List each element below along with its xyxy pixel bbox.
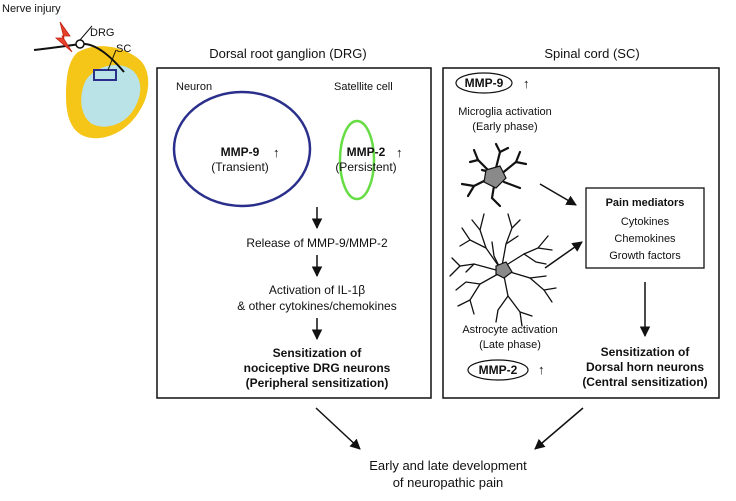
sc-mmp2-up-icon: ↑: [538, 362, 545, 377]
sc-mmp9-up-icon: ↑: [523, 76, 530, 91]
mediator-item: Chemokines: [614, 233, 676, 245]
drg-mmp9-note: (Transient): [211, 160, 269, 174]
sc-to-outcome-arrow: [534, 407, 584, 450]
satellite-cell: [338, 119, 376, 201]
drg-to-outcome-arrow: [315, 407, 361, 450]
mediator-item: Cytokines: [621, 216, 670, 228]
sc-outcome-line3: (Central sensitization): [582, 375, 707, 389]
drg-node: [75, 39, 85, 49]
microglia-line2: (Early phase): [472, 121, 537, 133]
activation-step-line2: & other cytokines/chemokines: [237, 299, 396, 313]
astrocyte-to-mediators-arrow: [544, 241, 583, 269]
final-outcome-line1: Early and late development: [369, 458, 527, 473]
microglia-to-mediators-arrow: [539, 183, 577, 206]
drg-panel: Dorsal root ganglion (DRG) Neuron Satell…: [156, 46, 432, 399]
sc-panel-title: Spinal cord (SC): [544, 46, 639, 61]
astrocyte-cell: [449, 213, 557, 327]
pain-mediators-title: Pain mediators: [606, 197, 685, 209]
sc-mmp9-label: MMP-9: [465, 76, 504, 90]
activation-step-line1: Activation of IL-1β: [269, 283, 365, 297]
sc-panel-frame: [442, 67, 720, 399]
drg-panel-title: Dorsal root ganglion (DRG): [209, 46, 367, 61]
lightning-icon: [54, 21, 73, 53]
drg-outcome-line1: Sensitization of: [273, 346, 363, 360]
neuron-label: Neuron: [176, 81, 212, 93]
sc-panel: Spinal cord (SC) MMP-9 ↑ Microglia activ…: [442, 46, 720, 399]
drg-pointer-line: [79, 25, 93, 41]
sc-outcome-line2: Dorsal horn neurons: [586, 360, 704, 374]
drg-outcome-line3: (Peripheral sensitization): [246, 376, 389, 390]
spinal-cord-inset: Nerve injury DRG SC: [2, 3, 149, 139]
drg-mmp2-label: MMP-2: [347, 145, 386, 159]
sc-outcome-line1: Sensitization of: [601, 345, 691, 359]
drg-label: DRG: [90, 27, 114, 39]
microglia-cell: [460, 142, 528, 208]
microglia-line1: Microglia activation: [458, 106, 552, 118]
final-outcome-line2: of neuropathic pain: [393, 475, 504, 490]
sc-label: SC: [116, 43, 131, 55]
drg-mmp2-up-icon: ↑: [396, 145, 403, 160]
neuron-cell: [172, 90, 312, 208]
pain-mediators-box: [585, 187, 705, 269]
sc-highlight-box: [93, 69, 117, 81]
drg-mmp9-up-icon: ↑: [273, 145, 280, 160]
sc-mmp2-badge: [467, 359, 529, 381]
release-step: Release of MMP-9/MMP-2: [246, 236, 388, 250]
drg-mmp9-label: MMP-9: [221, 145, 260, 159]
nerve-injury-label: Nerve injury: [2, 3, 61, 15]
astrocyte-line1: Astrocyte activation: [462, 324, 557, 336]
mediator-item: Growth factors: [609, 250, 681, 262]
drg-panel-frame: [156, 67, 432, 399]
astrocyte-line2: (Late phase): [479, 339, 541, 351]
sc-mmp2-label: MMP-2: [479, 363, 518, 377]
drg-mmp2-note: (Persistent): [335, 160, 396, 174]
sc-mmp9-badge: [455, 72, 513, 94]
satellite-cell-label: Satellite cell: [334, 81, 393, 93]
sc-pointer-line: [107, 49, 117, 71]
drg-outcome-line2: nociceptive DRG neurons: [244, 361, 391, 375]
